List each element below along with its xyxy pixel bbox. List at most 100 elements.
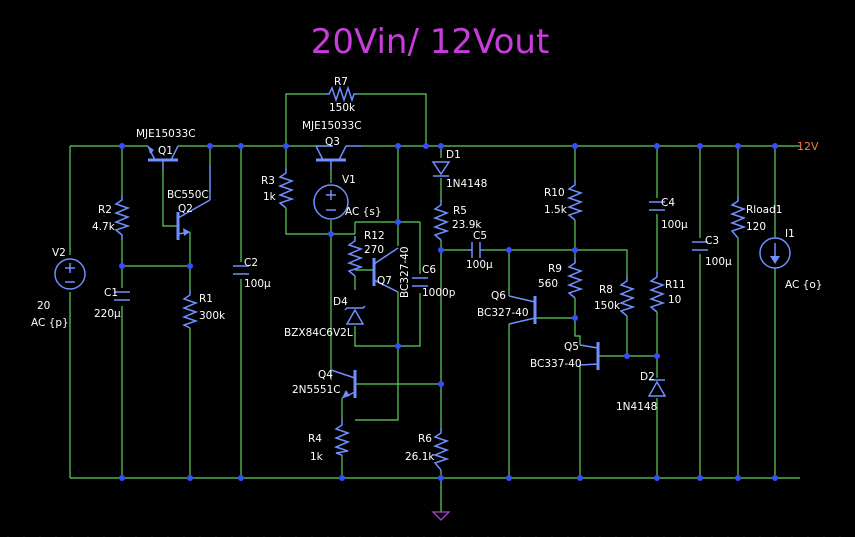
- r8-ref-label: R8: [599, 284, 613, 296]
- q1-part-label: MJE15033C: [136, 128, 196, 140]
- r1-ref-label: R1: [199, 293, 213, 305]
- r9-resistor: [566, 258, 584, 299]
- c2-capacitor: [233, 265, 249, 275]
- rload1-resistor: [729, 196, 747, 239]
- r8-value-label: 150k: [594, 300, 621, 312]
- r5-resistor: [432, 200, 450, 241]
- i1-value-label: AC {o}: [785, 279, 822, 291]
- junction-dots: [119, 143, 778, 481]
- r10-value-label: 1.5k: [544, 204, 568, 216]
- c4-ref-label: C4: [661, 197, 675, 209]
- r2-value-label: 4.7k: [92, 221, 116, 233]
- d4-part-label: BZX84C6V2L: [284, 327, 353, 339]
- r11-resistor: [648, 272, 666, 313]
- r12-value-label: 270: [364, 244, 384, 256]
- q7-part-label: BC327-40: [399, 246, 411, 298]
- q6-part-label: BC327-40: [477, 307, 529, 319]
- ground-icon: [431, 511, 451, 521]
- r6-ref-label: R6: [418, 433, 432, 445]
- c1-capacitor: [114, 291, 130, 301]
- c2-value-label: 100µ: [244, 278, 271, 290]
- c6-value-label: 1000p: [422, 287, 456, 299]
- q4-transistor: [330, 369, 357, 399]
- q5-ref-label: Q5: [564, 341, 579, 353]
- q5-part-label: BC337-40: [530, 358, 582, 370]
- v2-value-label-2: AC {p}: [31, 317, 69, 329]
- c3-capacitor: [692, 241, 708, 251]
- c5-ref-label: C5: [473, 230, 487, 242]
- d4-ref-label: D4: [333, 296, 348, 308]
- r3-value-label: 1k: [263, 191, 277, 203]
- c6-capacitor: [412, 277, 428, 287]
- q4-part-label: 2N5551C: [292, 384, 341, 396]
- c4-capacitor: [649, 201, 665, 211]
- r3-resistor: [277, 168, 295, 209]
- c1-ref-label: C1: [104, 287, 118, 299]
- c5-capacitor: [468, 242, 484, 258]
- q5-transistor: [579, 342, 600, 370]
- r12-resistor: [346, 236, 364, 277]
- q1-transistor: [147, 145, 179, 170]
- d2-ref-label: D2: [640, 371, 655, 383]
- r4-ref-label: R4: [308, 433, 322, 445]
- c1-value-label: 220µ: [94, 308, 121, 320]
- r9-ref-label: R9: [548, 263, 562, 275]
- r4-resistor: [333, 420, 351, 456]
- c3-value-label: 100µ: [705, 256, 732, 268]
- net-label-12v: 12V: [797, 140, 819, 153]
- r6-resistor: [432, 428, 450, 471]
- v2-value-label-1: 20: [37, 300, 50, 312]
- r12-ref-label: R12: [364, 230, 385, 242]
- v1-value-label: AC {s}: [345, 206, 382, 218]
- v1-voltage-source: [313, 184, 349, 220]
- wires: [69, 93, 800, 512]
- q3-part-label: MJE15033C: [302, 120, 362, 132]
- q6-ref-label: Q6: [491, 290, 506, 302]
- q2-ref-label: Q2: [178, 203, 193, 215]
- d2-part-label: 1N4148: [616, 401, 657, 413]
- r2-resistor: [113, 195, 131, 240]
- r11-value-label: 10: [668, 294, 681, 306]
- c3-ref-label: C3: [705, 235, 719, 247]
- q2-part-label: BC550C: [167, 189, 209, 201]
- r7-ref-label: R7: [334, 76, 348, 88]
- r3-ref-label: R3: [261, 175, 275, 187]
- i1-ref-label: I1: [785, 228, 795, 240]
- r5-ref-label: R5: [453, 205, 467, 217]
- d1-part-label: 1N4148: [446, 178, 487, 190]
- r8-resistor: [618, 276, 636, 317]
- r6-value-label: 26.1k: [405, 451, 435, 463]
- q7-transistor: [372, 247, 399, 293]
- c5-value-label: 100µ: [466, 259, 493, 271]
- q3-ref-label: Q3: [325, 136, 340, 148]
- rload1-value-label: 120: [746, 221, 766, 233]
- r4-value-label: 1k: [310, 451, 324, 463]
- r10-ref-label: R10: [544, 187, 565, 199]
- r11-ref-label: R11: [665, 279, 686, 291]
- schematic-title: 20Vin/ 12Vout: [311, 22, 550, 62]
- rload1-ref-label: Rload1: [746, 204, 782, 216]
- r7-value-label: 150k: [329, 102, 356, 114]
- v2-ref-label: V2: [52, 247, 66, 259]
- r7-resistor: [325, 85, 357, 103]
- v2-voltage-source: [54, 258, 86, 290]
- c4-value-label: 100µ: [661, 219, 688, 231]
- d4-zener-diode: [344, 305, 366, 325]
- r5-value-label: 23.9k: [452, 219, 482, 231]
- c6-ref-label: C6: [422, 264, 436, 276]
- q1-ref-label: Q1: [158, 145, 173, 157]
- v1-ref-label: V1: [342, 174, 356, 186]
- q3-transistor: [315, 145, 363, 170]
- i1-current-source: [759, 237, 791, 269]
- q7-ref-label: Q7: [377, 275, 392, 287]
- r1-value-label: 300k: [199, 310, 226, 322]
- c2-ref-label: C2: [244, 257, 258, 269]
- r2-ref-label: R2: [98, 204, 112, 216]
- d1-ref-label: D1: [446, 149, 461, 161]
- d2-diode: [647, 379, 667, 397]
- q6-transistor: [508, 295, 537, 325]
- q4-ref-label: Q4: [318, 369, 333, 381]
- r1-resistor: [181, 290, 199, 329]
